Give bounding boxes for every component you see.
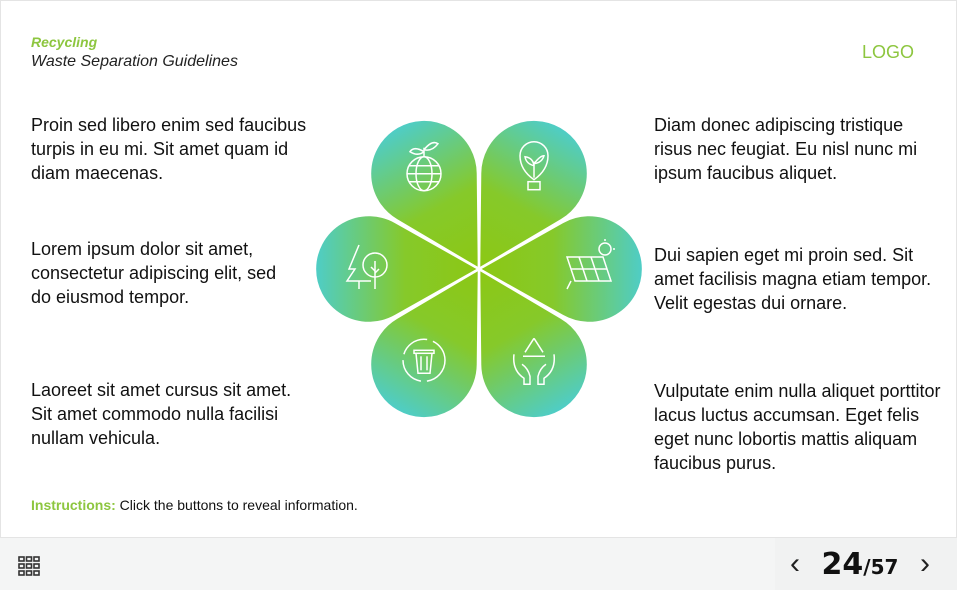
- petal-button-5[interactable]: [350, 242, 526, 438]
- slide-title: Waste Separation Guidelines: [31, 53, 238, 70]
- text-bottom-left: Laoreet sit amet cursus sit amet. Sit am…: [31, 380, 292, 448]
- instructions: Instructions: Click the buttons to revea…: [31, 497, 358, 513]
- text-bottom-right: Vulputate enim nulla aliquet porttitor l…: [654, 381, 941, 473]
- logo: LOGO: [862, 42, 915, 62]
- page-navigation: ‹ 24/57 ›: [775, 538, 957, 590]
- category-label: Recycling: [31, 34, 98, 50]
- menu-grid-icon[interactable]: [18, 556, 40, 576]
- slide: Recycling Waste Separation Guidelines LO…: [0, 0, 957, 538]
- petal-shape[interactable]: [350, 242, 526, 438]
- petal-shape[interactable]: [432, 242, 608, 438]
- text-top-left: Proin sed libero enim sed faucibus turpi…: [31, 115, 307, 183]
- total-pages: /57: [863, 554, 899, 579]
- recycle-bin-icon: [402, 338, 446, 383]
- recycle-hands-icon: [512, 337, 556, 386]
- text-middle-left: Lorem ipsum dolor sit amet, consectetur …: [31, 239, 277, 307]
- text-top-right: Diam donec adipiscing tristique risus ne…: [654, 115, 918, 183]
- petal-shape[interactable]: [350, 100, 526, 296]
- globe-plant-icon: [406, 141, 442, 192]
- petal-shape[interactable]: [476, 213, 645, 325]
- petal-button-1[interactable]: [350, 100, 526, 296]
- petal-button-2[interactable]: [432, 100, 608, 296]
- petal-button-4[interactable]: [432, 242, 608, 438]
- petal-button-3[interactable]: [476, 213, 645, 325]
- text-middle-right: Dui sapien eget mi proin sed. Sit amet f…: [654, 245, 932, 313]
- petal-shape[interactable]: [313, 213, 482, 325]
- eco-bulb-icon: [519, 141, 549, 191]
- trees-icon: [345, 244, 388, 289]
- next-page-button[interactable]: ›: [920, 547, 930, 580]
- current-page: 24: [821, 546, 864, 582]
- instructions-label: Instructions:: [31, 497, 116, 513]
- petal-shape[interactable]: [432, 100, 608, 296]
- solar-panel-icon: [565, 239, 615, 290]
- petal-button-6[interactable]: [313, 213, 482, 325]
- page-counter: 24/57: [815, 547, 905, 582]
- instructions-text: Click the buttons to reveal information.: [115, 497, 358, 513]
- prev-page-button[interactable]: ‹: [790, 547, 800, 580]
- flower-diagram: [313, 100, 645, 438]
